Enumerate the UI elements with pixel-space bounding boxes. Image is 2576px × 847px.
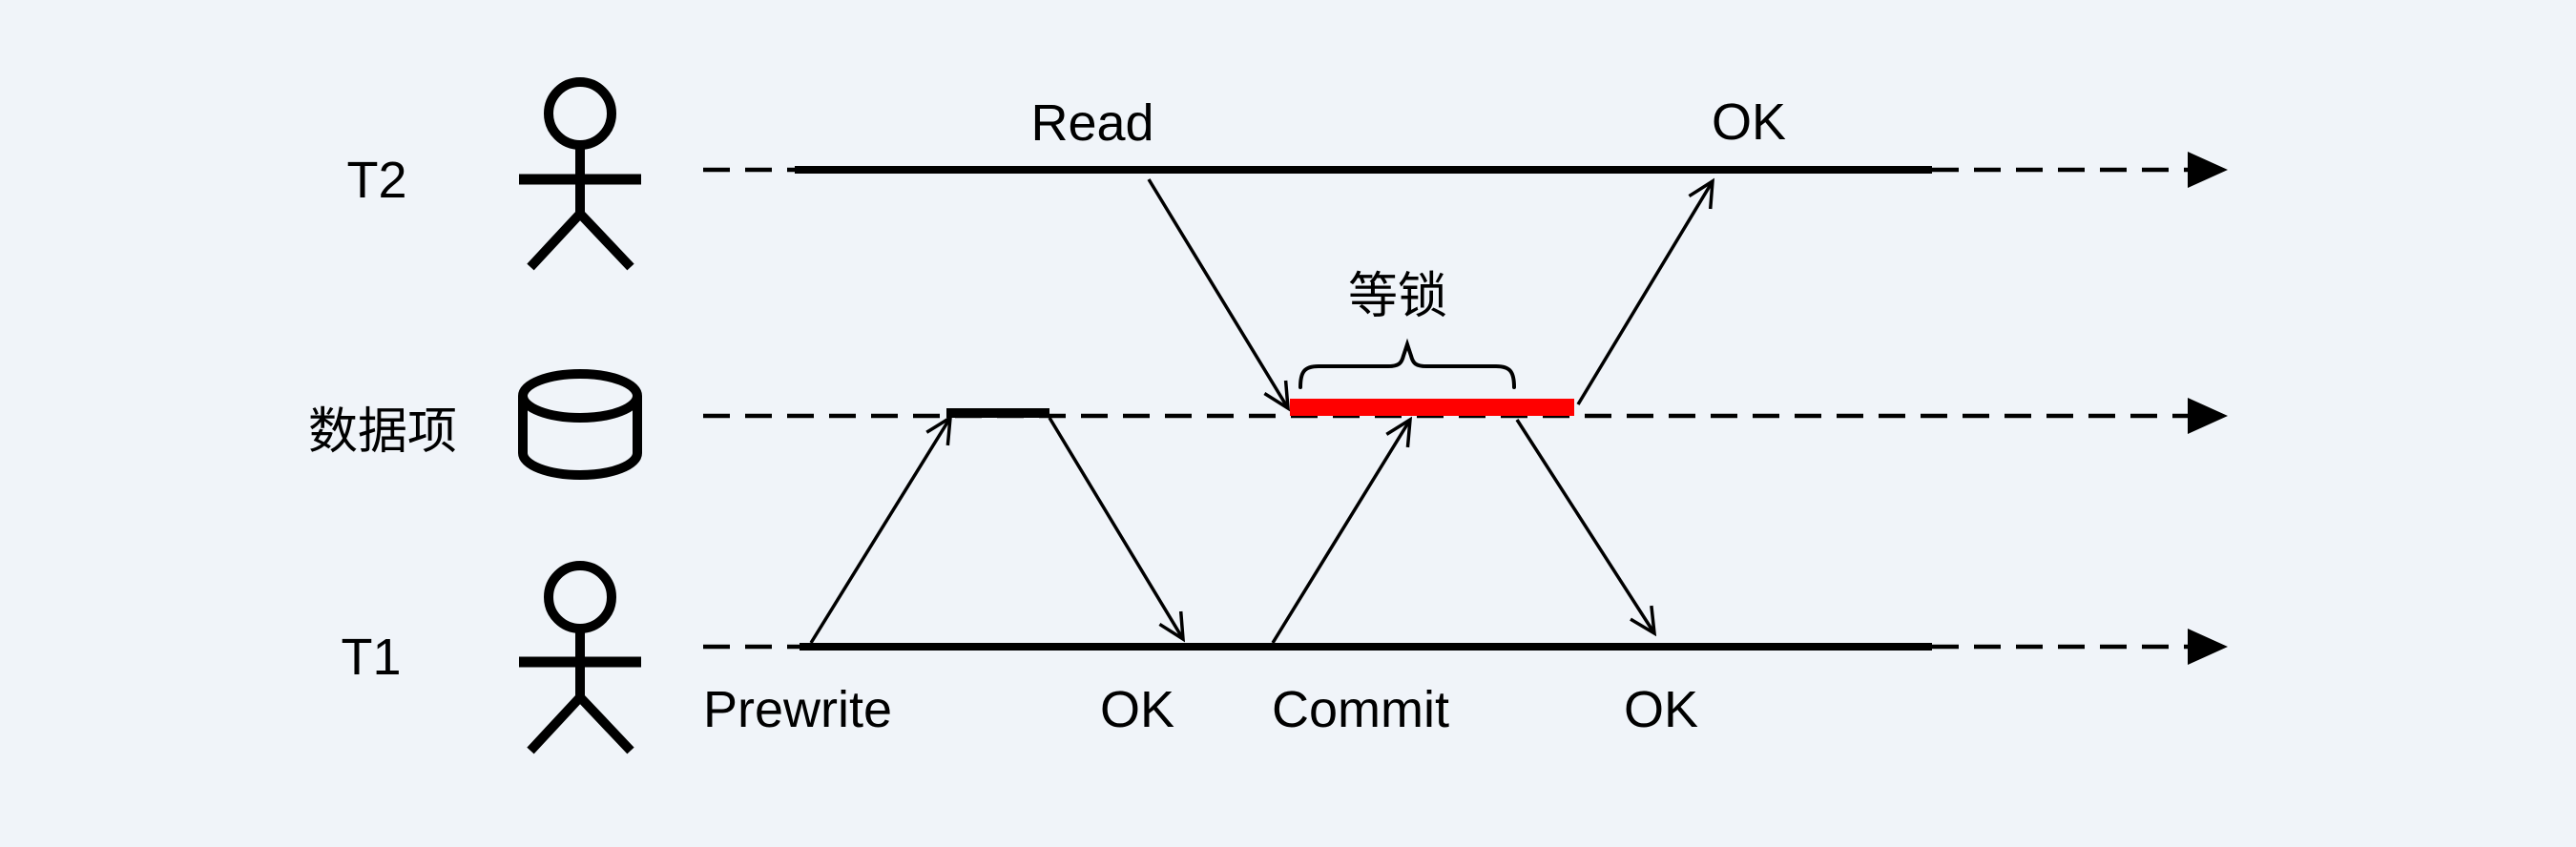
read-label: Read: [1030, 94, 1153, 152]
timeline-data-arrowhead-icon: [2188, 398, 2228, 434]
commit-arrow: [1271, 416, 1413, 644]
database-body: [518, 396, 642, 480]
t2-ok-label: OK: [1712, 93, 1786, 151]
database-top: [518, 369, 642, 423]
prewrite-label: Prewrite: [703, 681, 892, 738]
timeline-t2-arrowhead-icon: [2188, 152, 2228, 188]
timeline-t1-arrowhead-icon: [2188, 629, 2228, 665]
prewrite-arrow: [809, 414, 953, 644]
commit-label: Commit: [1272, 681, 1449, 738]
person-legs: [527, 206, 634, 271]
lane-label-t1: T1: [341, 629, 401, 686]
lock-wait-brace: [1298, 338, 1516, 389]
lock-wait-label: 等锁: [1348, 269, 1447, 324]
lane-label-data-item: 数据项: [308, 404, 457, 460]
t2-ok-arrow: [1576, 177, 1715, 405]
lock-wait-highlight: [1290, 399, 1574, 416]
commit-ok-arrow: [1515, 419, 1657, 637]
database-icon: [518, 369, 642, 480]
person-legs: [527, 690, 634, 754]
person-icon-t2: [519, 77, 641, 271]
commit-ok-label: OK: [1624, 681, 1698, 738]
prewrite-ok-arrow: [1048, 417, 1186, 643]
person-icon-t1: [519, 561, 641, 754]
lane-label-t2: T2: [346, 152, 406, 209]
prewrite-ok-label: OK: [1100, 681, 1174, 738]
read-arrow: [1147, 178, 1291, 412]
